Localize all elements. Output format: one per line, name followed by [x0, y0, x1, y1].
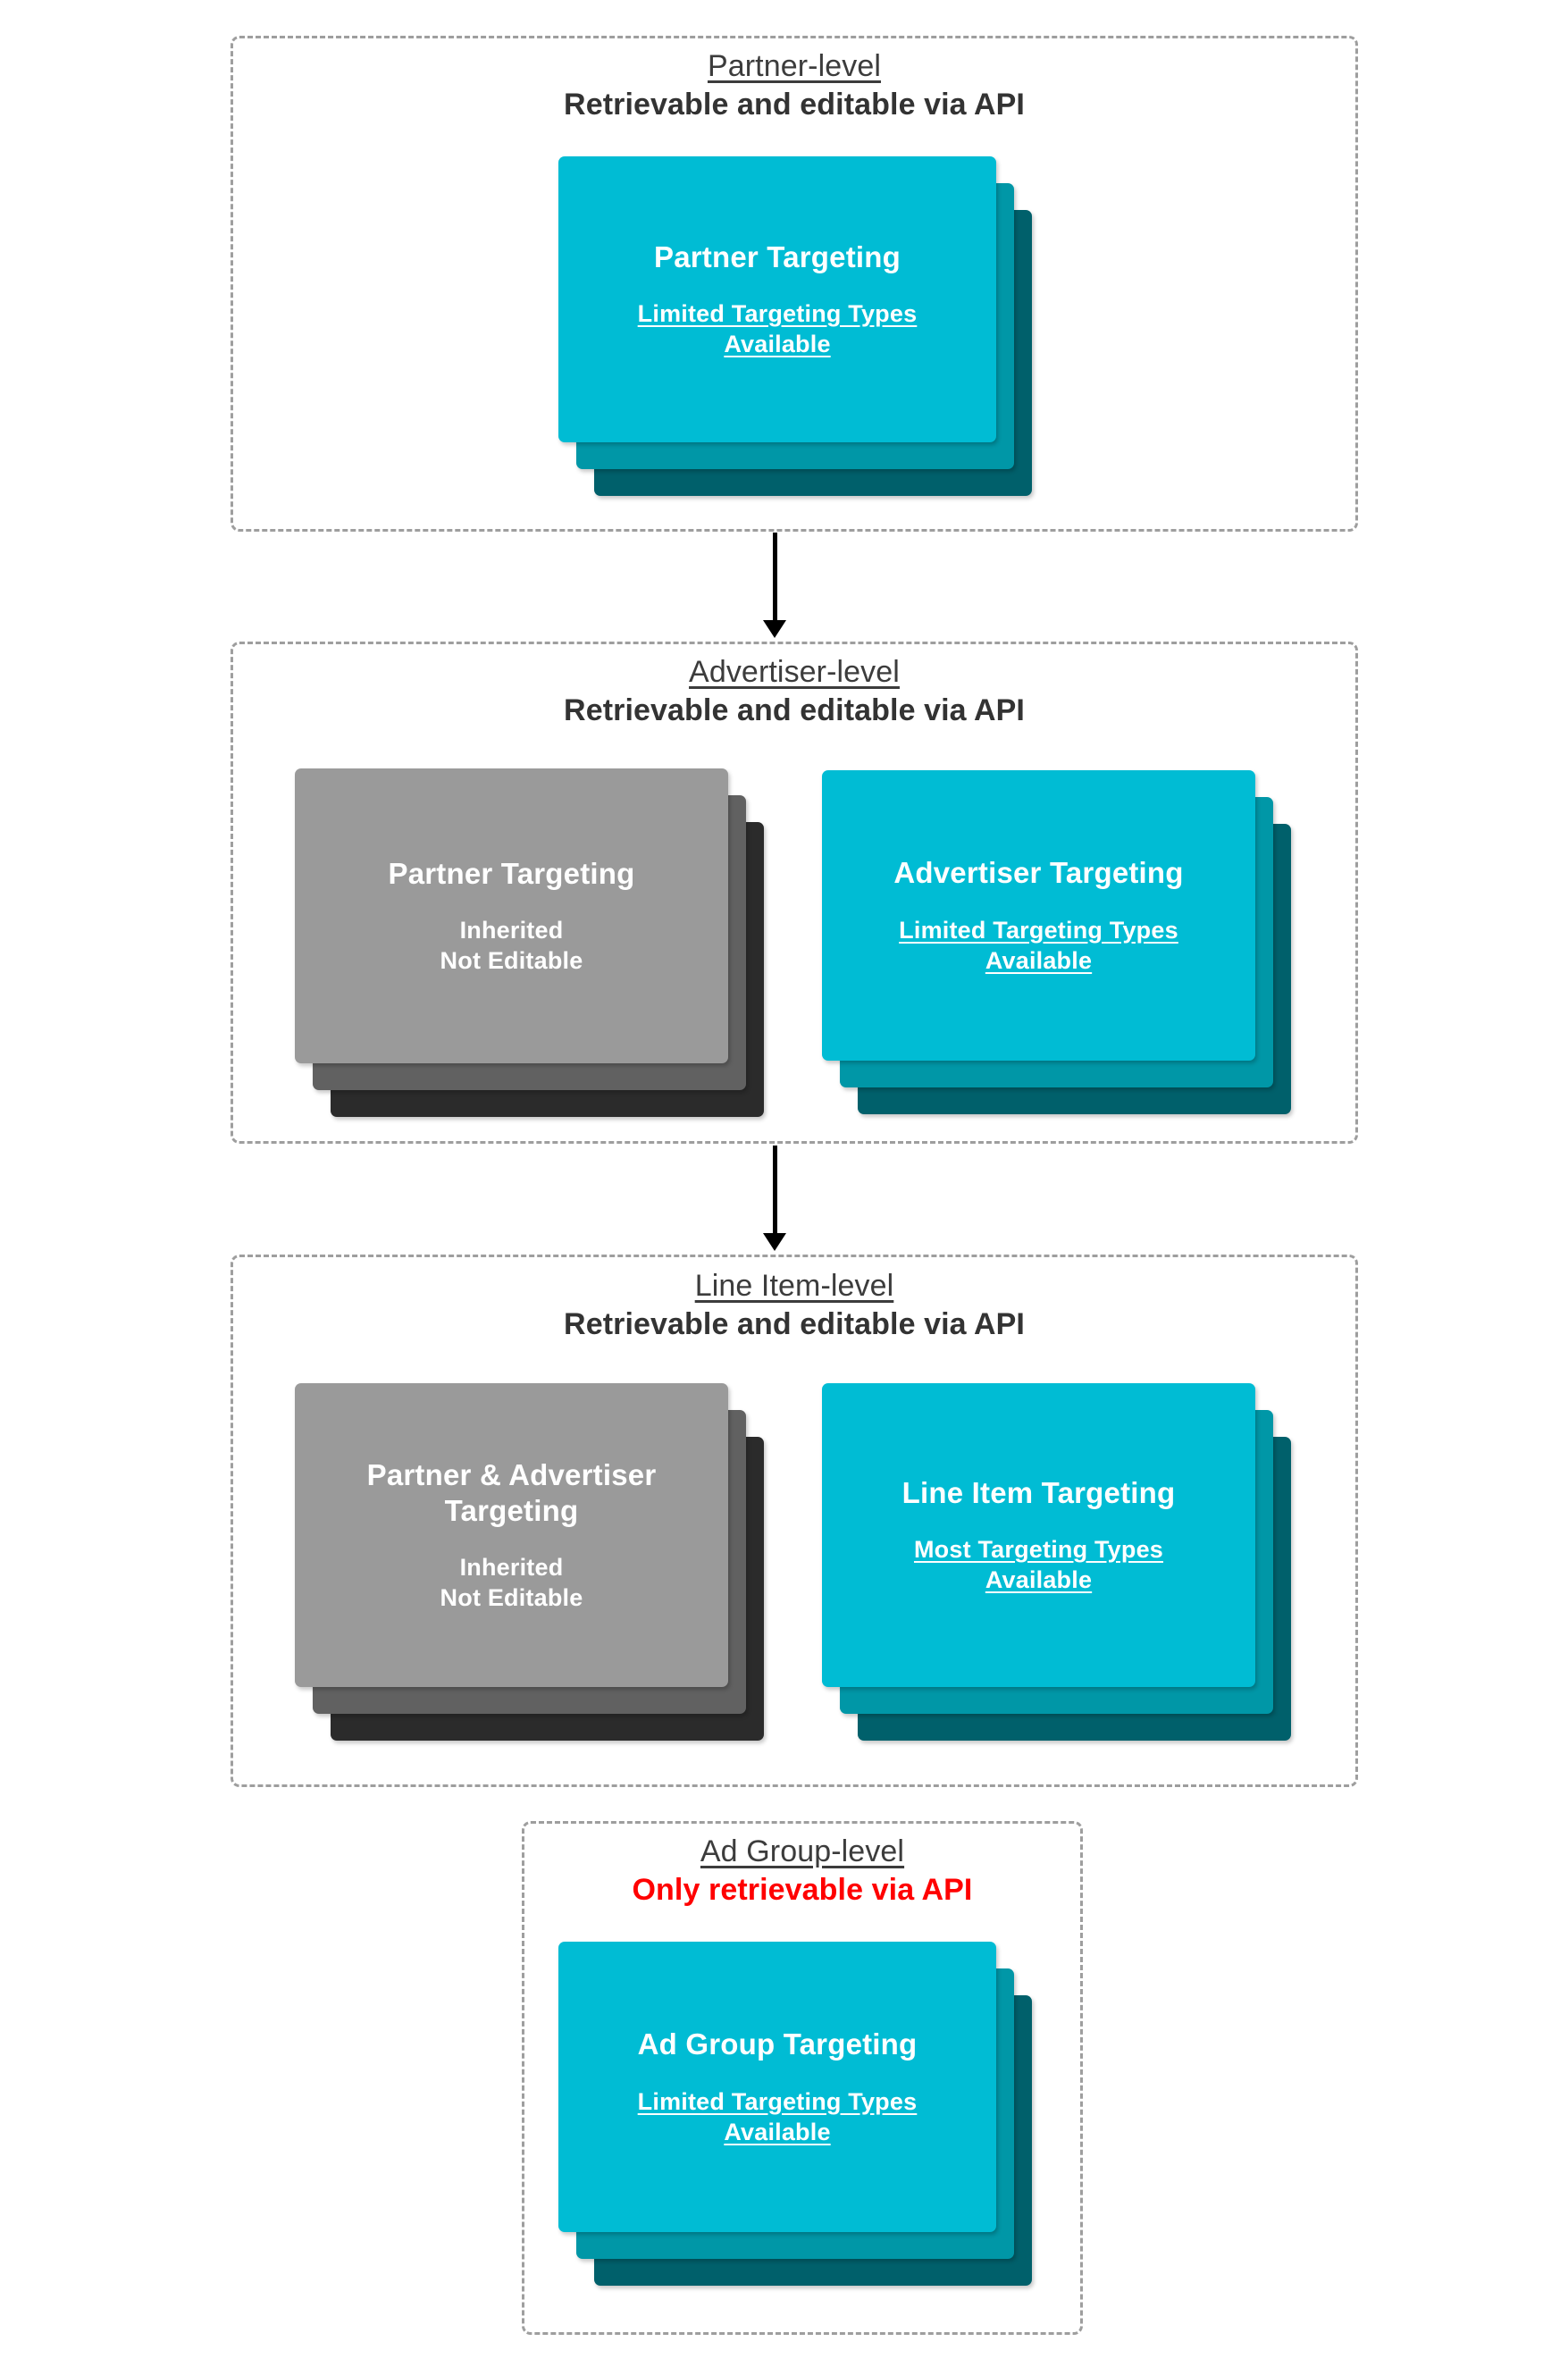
card-stack-line-item-targeting[interactable]: Line Item Targeting Most Targeting Types… [822, 1383, 1295, 1750]
card-subtitle-advertiser-targeting: Limited Targeting Types Available [899, 915, 1178, 976]
card-subtitle-line-1: Most Targeting Types [913, 1536, 1164, 1564]
card-subtitle-line-1: Inherited [459, 1554, 564, 1582]
level-box-line-item-level [231, 1255, 1358, 1787]
card-body-advertiser-targeting: Advertiser Targeting Limited Targeting T… [822, 770, 1255, 1061]
card-layer-front: Partner Targeting Limited Targeting Type… [558, 156, 996, 442]
card-subtitle-line-1: Inherited [459, 917, 564, 944]
card-stack-partner-targeting[interactable]: Partner Targeting Limited Targeting Type… [558, 156, 1032, 496]
connector-arrow-advertiser-to-line-item [761, 1146, 788, 1251]
card-subtitle-inherited-partner-targeting: Inherited Not Editable [440, 915, 583, 976]
card-subtitle-line-1: Limited Targeting Types [899, 916, 1178, 944]
card-subtitle-partner-targeting: Limited Targeting Types Available [638, 298, 918, 359]
card-title-advertiser-targeting: Advertiser Targeting [893, 856, 1184, 890]
card-subtitle-line-1: Limited Targeting Types [637, 300, 918, 328]
card-stack-ad-group-targeting[interactable]: Ad Group Targeting Limited Targeting Typ… [558, 1942, 1032, 2286]
card-body-ad-group-targeting: Ad Group Targeting Limited Targeting Typ… [558, 1942, 996, 2232]
card-title-inherited-partner-targeting: Partner Targeting [388, 856, 635, 890]
card-stack-inherited-partner-advertiser-targeting[interactable]: Partner & Advertiser Targeting Inherited… [295, 1383, 768, 1750]
level-box-advertiser-level [231, 642, 1358, 1144]
level-box-ad-group-level [522, 1821, 1083, 2335]
card-title-inherited-partner-advertiser-targeting: Partner & Advertiser Targeting [366, 1457, 657, 1527]
card-stack-advertiser-targeting[interactable]: Advertiser Targeting Limited Targeting T… [822, 770, 1295, 1128]
card-layer-front: Partner Targeting Inherited Not Editable [295, 768, 728, 1063]
card-layer-front: Advertiser Targeting Limited Targeting T… [822, 770, 1255, 1061]
card-layer-front: Ad Group Targeting Limited Targeting Typ… [558, 1942, 996, 2232]
card-body-inherited-partner-targeting: Partner Targeting Inherited Not Editable [295, 768, 728, 1063]
card-title-ad-group-targeting: Ad Group Targeting [637, 2027, 918, 2061]
arrow-head-icon [763, 1233, 786, 1251]
card-body-partner-targeting: Partner Targeting Limited Targeting Type… [558, 156, 996, 442]
connector-arrow-partner-to-advertiser [761, 533, 788, 638]
card-subtitle-line-2: Not Editable [440, 1584, 583, 1612]
card-subtitle-line-item-targeting: Most Targeting Types Available [914, 1534, 1163, 1595]
card-subtitle-line-2: Available [724, 331, 831, 358]
card-subtitle-line-2: Available [985, 946, 1093, 974]
card-title-partner-targeting: Partner Targeting [653, 239, 901, 273]
card-layer-front: Partner & Advertiser Targeting Inherited… [295, 1383, 728, 1687]
card-subtitle-line-2: Available [724, 2118, 831, 2145]
level-box-partner-level [231, 36, 1358, 532]
arrow-head-icon [763, 620, 786, 638]
card-body-inherited-partner-advertiser-targeting: Partner & Advertiser Targeting Inherited… [295, 1383, 728, 1687]
arrow-shaft [772, 1146, 777, 1235]
card-subtitle-inherited-partner-advertiser-targeting: Inherited Not Editable [440, 1552, 583, 1613]
arrow-shaft [772, 533, 777, 622]
card-subtitle-line-1: Limited Targeting Types [637, 2087, 918, 2115]
card-subtitle-line-2: Not Editable [440, 947, 583, 975]
card-subtitle-ad-group-targeting: Limited Targeting Types Available [638, 2086, 918, 2147]
card-subtitle-line-2: Available [985, 1566, 1093, 1594]
card-layer-front: Line Item Targeting Most Targeting Types… [822, 1383, 1255, 1687]
card-body-line-item-targeting: Line Item Targeting Most Targeting Types… [822, 1383, 1255, 1687]
card-title-line-item-targeting: Line Item Targeting [901, 1475, 1176, 1509]
card-stack-inherited-partner-targeting[interactable]: Partner Targeting Inherited Not Editable [295, 768, 768, 1126]
